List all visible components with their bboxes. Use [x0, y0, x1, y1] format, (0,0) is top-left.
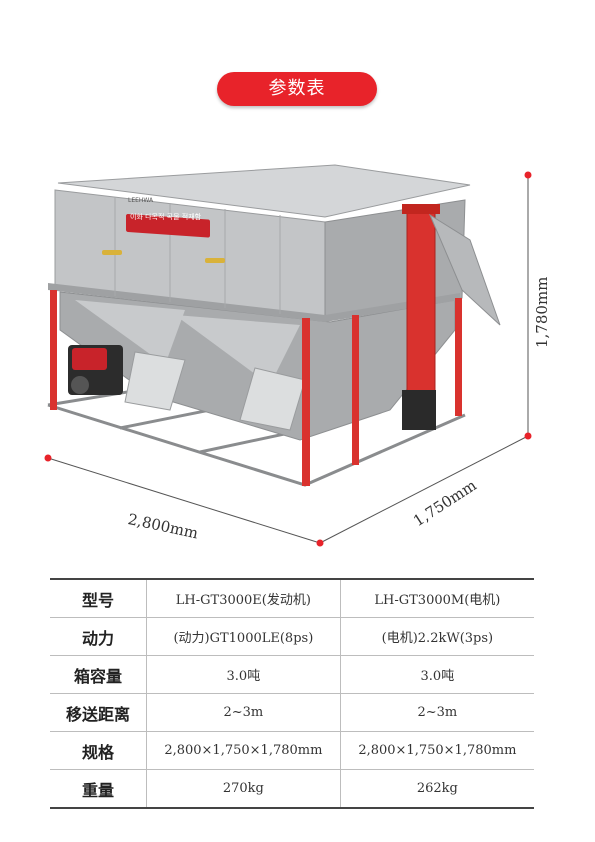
row-label: 型号 — [50, 578, 147, 618]
table-row: 规格 2,800×1,750×1,780mm 2,800×1,750×1,780… — [50, 731, 534, 770]
red-legs — [50, 290, 462, 486]
row-label: 箱容量 — [50, 655, 147, 694]
box-top — [57, 164, 471, 218]
dimension-markers — [44, 171, 532, 547]
engine — [68, 345, 123, 395]
dimension-lines — [47, 175, 529, 544]
product-image: LEEHWA 이화 다목적 곡물 적재함 — [44, 164, 532, 547]
cell-weight-m: 262kg — [339, 769, 534, 809]
table-row: 重量 270kg 262kg — [50, 769, 534, 809]
row-label: 重量 — [50, 769, 147, 809]
cell-capacity-e: 3.0吨 — [146, 655, 341, 694]
table-row: 型号 LH-GT3000E(发动机) LH-GT3000M(电机) — [50, 578, 534, 618]
dimension-height-label: 1,780mm — [533, 276, 551, 348]
spec-table: 型号 LH-GT3000E(发动机) LH-GT3000M(电机) 动力 (动力… — [50, 578, 534, 809]
auger — [402, 204, 501, 430]
row-label: 动力 — [50, 617, 147, 656]
machine-badge — [126, 213, 210, 238]
cell-weight-e: 270kg — [146, 769, 341, 809]
cell-capacity-m: 3.0吨 — [339, 655, 534, 694]
row-label: 移送距离 — [50, 693, 147, 732]
cell-power-m: (电机)2.2kW(3ps) — [339, 617, 534, 656]
cell-distance-e: 2~3m — [146, 693, 341, 732]
svg-text:LEEHWA: LEEHWA — [128, 197, 154, 204]
svg-text:이화 다목적 곡물 적재함: 이화 다목적 곡물 적재함 — [130, 212, 202, 221]
cell-distance-m: 2~3m — [339, 693, 534, 732]
cell-model-m: LH-GT3000M(电机) — [339, 578, 534, 618]
table-row: 动力 (动力)GT1000LE(8ps) (电机)2.2kW(3ps) — [50, 617, 534, 656]
cell-size-e: 2,800×1,750×1,780mm — [146, 731, 341, 770]
page-title: 参数表 — [217, 72, 377, 106]
cell-model-e: LH-GT3000E(发动机) — [146, 578, 341, 618]
cell-power-e: (动力)GT1000LE(8ps) — [146, 617, 341, 656]
table-row: 箱容量 3.0吨 3.0吨 — [50, 655, 534, 694]
row-label: 规格 — [50, 731, 147, 770]
latches — [102, 250, 225, 263]
cell-size-m: 2,800×1,750×1,780mm — [339, 731, 534, 770]
table-row: 移送距离 2~3m 2~3m — [50, 693, 534, 732]
